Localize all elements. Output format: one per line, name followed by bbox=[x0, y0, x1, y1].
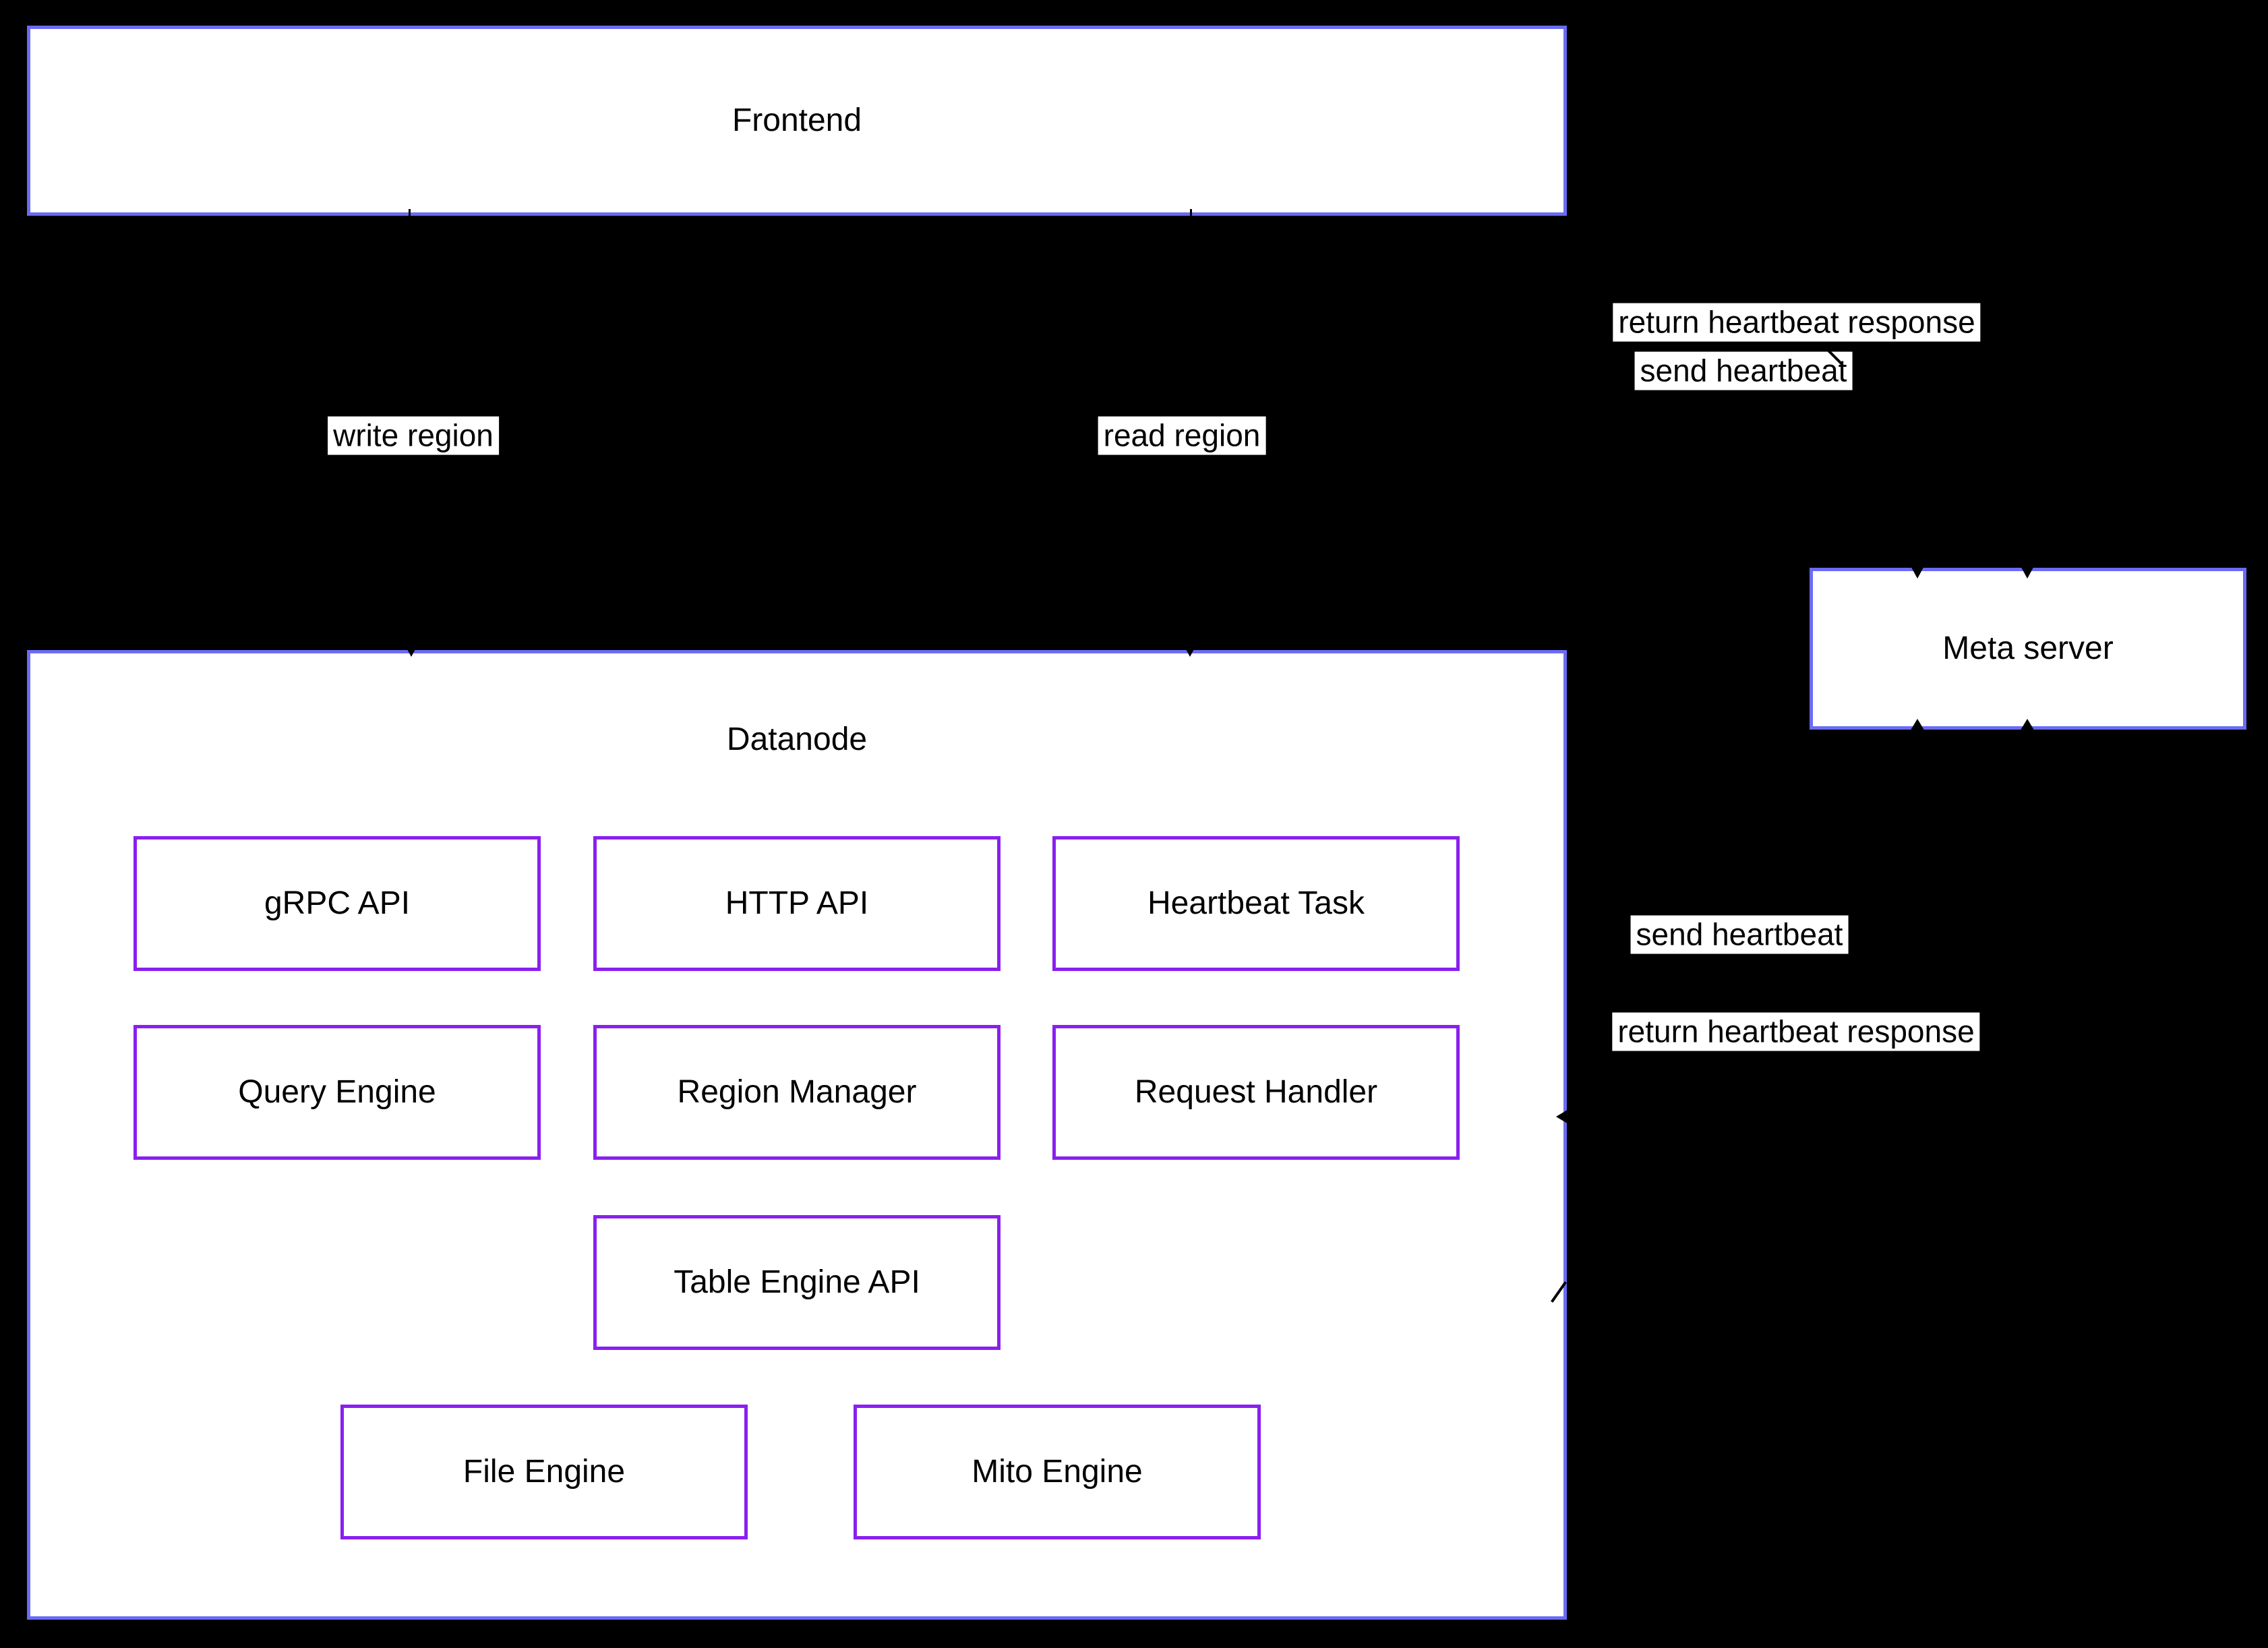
arrowhead-meta-top-left-icon bbox=[1909, 564, 1926, 579]
table-engine-api-label: Table Engine API bbox=[674, 1264, 920, 1300]
region-manager-label: Region Manager bbox=[677, 1073, 917, 1110]
node-heartbeat-task: Heartbeat Task bbox=[1052, 836, 1460, 971]
query-engine-label: Query Engine bbox=[238, 1073, 436, 1110]
arrowhead-read-region-icon bbox=[1182, 642, 1198, 657]
arrowhead-write-region-icon bbox=[403, 642, 419, 657]
heartbeat-task-label: Heartbeat Task bbox=[1147, 885, 1365, 921]
arrowhead-meta-bottom-right-icon bbox=[2019, 719, 2035, 732]
edge-stub-write-region-icon bbox=[409, 209, 411, 218]
frontend-label: Frontend bbox=[732, 102, 862, 138]
edge-label-read-region: read region bbox=[1098, 416, 1266, 455]
node-request-handler: Request Handler bbox=[1052, 1025, 1460, 1160]
edge-label-datanode-send-heartbeat: send heartbeat bbox=[1630, 915, 1849, 954]
node-http-api: HTTP API bbox=[593, 836, 1001, 971]
edge-label-frontend-return-heartbeat: return heartbeat response bbox=[1613, 303, 1981, 342]
meta-server-box: Meta server bbox=[1810, 568, 2246, 730]
node-grpc-api: gRPC API bbox=[133, 836, 541, 971]
datanode-box: Datanode gRPC API HTTP API Heartbeat Tas… bbox=[27, 650, 1567, 1620]
node-region-manager: Region Manager bbox=[593, 1025, 1001, 1160]
edge-label-frontend-send-heartbeat: send heartbeat bbox=[1634, 351, 1853, 390]
node-file-engine: File Engine bbox=[340, 1405, 748, 1539]
request-handler-label: Request Handler bbox=[1134, 1073, 1378, 1110]
http-api-label: HTTP API bbox=[725, 885, 869, 921]
node-mito-engine: Mito Engine bbox=[854, 1405, 1261, 1539]
datanode-label: Datanode bbox=[726, 722, 868, 757]
arrowhead-meta-bottom-left-icon bbox=[1909, 719, 1926, 732]
mito-engine-label: Mito Engine bbox=[972, 1453, 1143, 1490]
frontend-box: Frontend bbox=[27, 26, 1567, 216]
node-query-engine: Query Engine bbox=[133, 1025, 541, 1160]
node-table-engine-api: Table Engine API bbox=[593, 1215, 1001, 1350]
edge-stub-read-region-icon bbox=[1190, 209, 1192, 218]
meta-server-label: Meta server bbox=[1942, 630, 2114, 666]
arrowhead-datanode-right-icon bbox=[1556, 1109, 1570, 1125]
arrowhead-meta-top-right-icon bbox=[2019, 564, 2035, 579]
edge-label-datanode-return-heartbeat: return heartbeat response bbox=[1612, 1012, 1980, 1051]
file-engine-label: File Engine bbox=[462, 1453, 626, 1490]
grpc-api-label: gRPC API bbox=[264, 885, 411, 921]
edge-label-write-region: write region bbox=[328, 416, 499, 455]
